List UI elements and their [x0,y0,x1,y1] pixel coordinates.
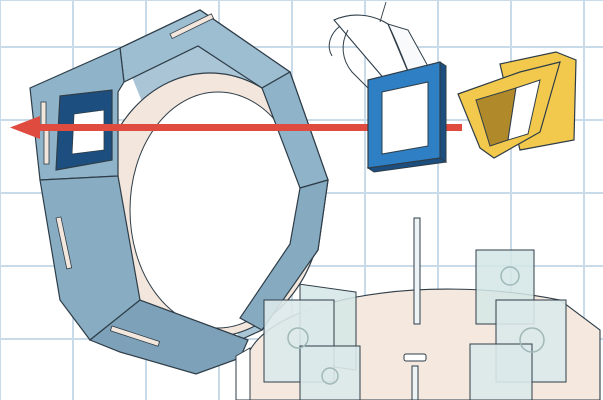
ring-slot-left-a [41,102,46,126]
ring-slot-left-b [44,130,49,164]
platter-rim [236,348,250,400]
platter-front-post [412,366,418,400]
sleeve-tether [380,2,386,22]
frame-opening [382,82,428,154]
ring-window-inner [72,110,104,154]
blue-frame [368,62,446,172]
glass-panel-right-low [470,344,532,400]
platter-center-slot [404,354,426,361]
glass-panel-left-low [300,346,360,400]
platter-center-post [414,218,420,324]
frame-side [440,62,446,162]
yellow-module [458,52,576,158]
